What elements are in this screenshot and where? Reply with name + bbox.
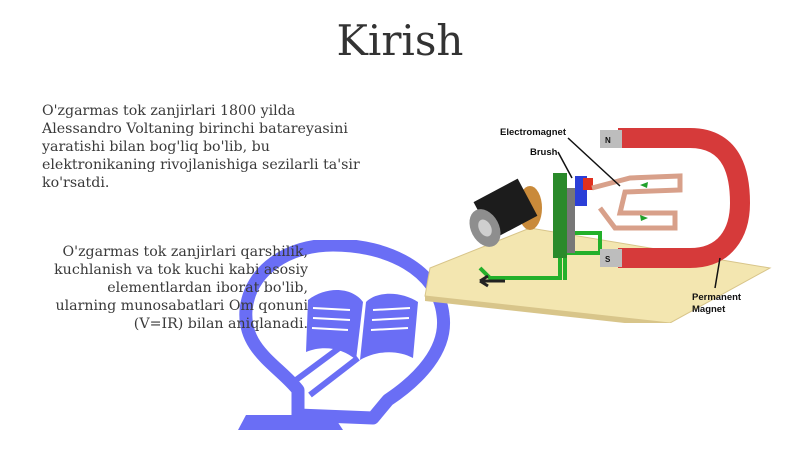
base-board <box>424 227 772 323</box>
electromagnet-coil <box>591 173 683 231</box>
pole-south: S <box>605 255 611 264</box>
label-electromagnet: Electromagnet <box>500 127 567 138</box>
label-permanent: Permanent <box>692 292 742 303</box>
slide-title: Kirish <box>336 16 464 65</box>
label-magnet: Magnet <box>692 304 726 315</box>
brush <box>553 173 567 258</box>
paragraph-ohms-law: O'zgarmas tok zanjirlari qarshilik, kuch… <box>54 244 308 332</box>
pole-north: N <box>605 136 611 145</box>
label-brush: Brush <box>530 147 558 158</box>
paragraph-history: O'zgarmas tok zanjirlari 1800 yilda Ales… <box>42 103 360 191</box>
dc-motor-diagram: N S Electromagnet Brush Permanent Magnet <box>424 127 772 323</box>
current-arrow-icon <box>479 274 505 288</box>
battery-icon <box>469 178 542 247</box>
lightbulb-book-icon <box>238 240 451 430</box>
permanent-magnet <box>618 128 751 268</box>
